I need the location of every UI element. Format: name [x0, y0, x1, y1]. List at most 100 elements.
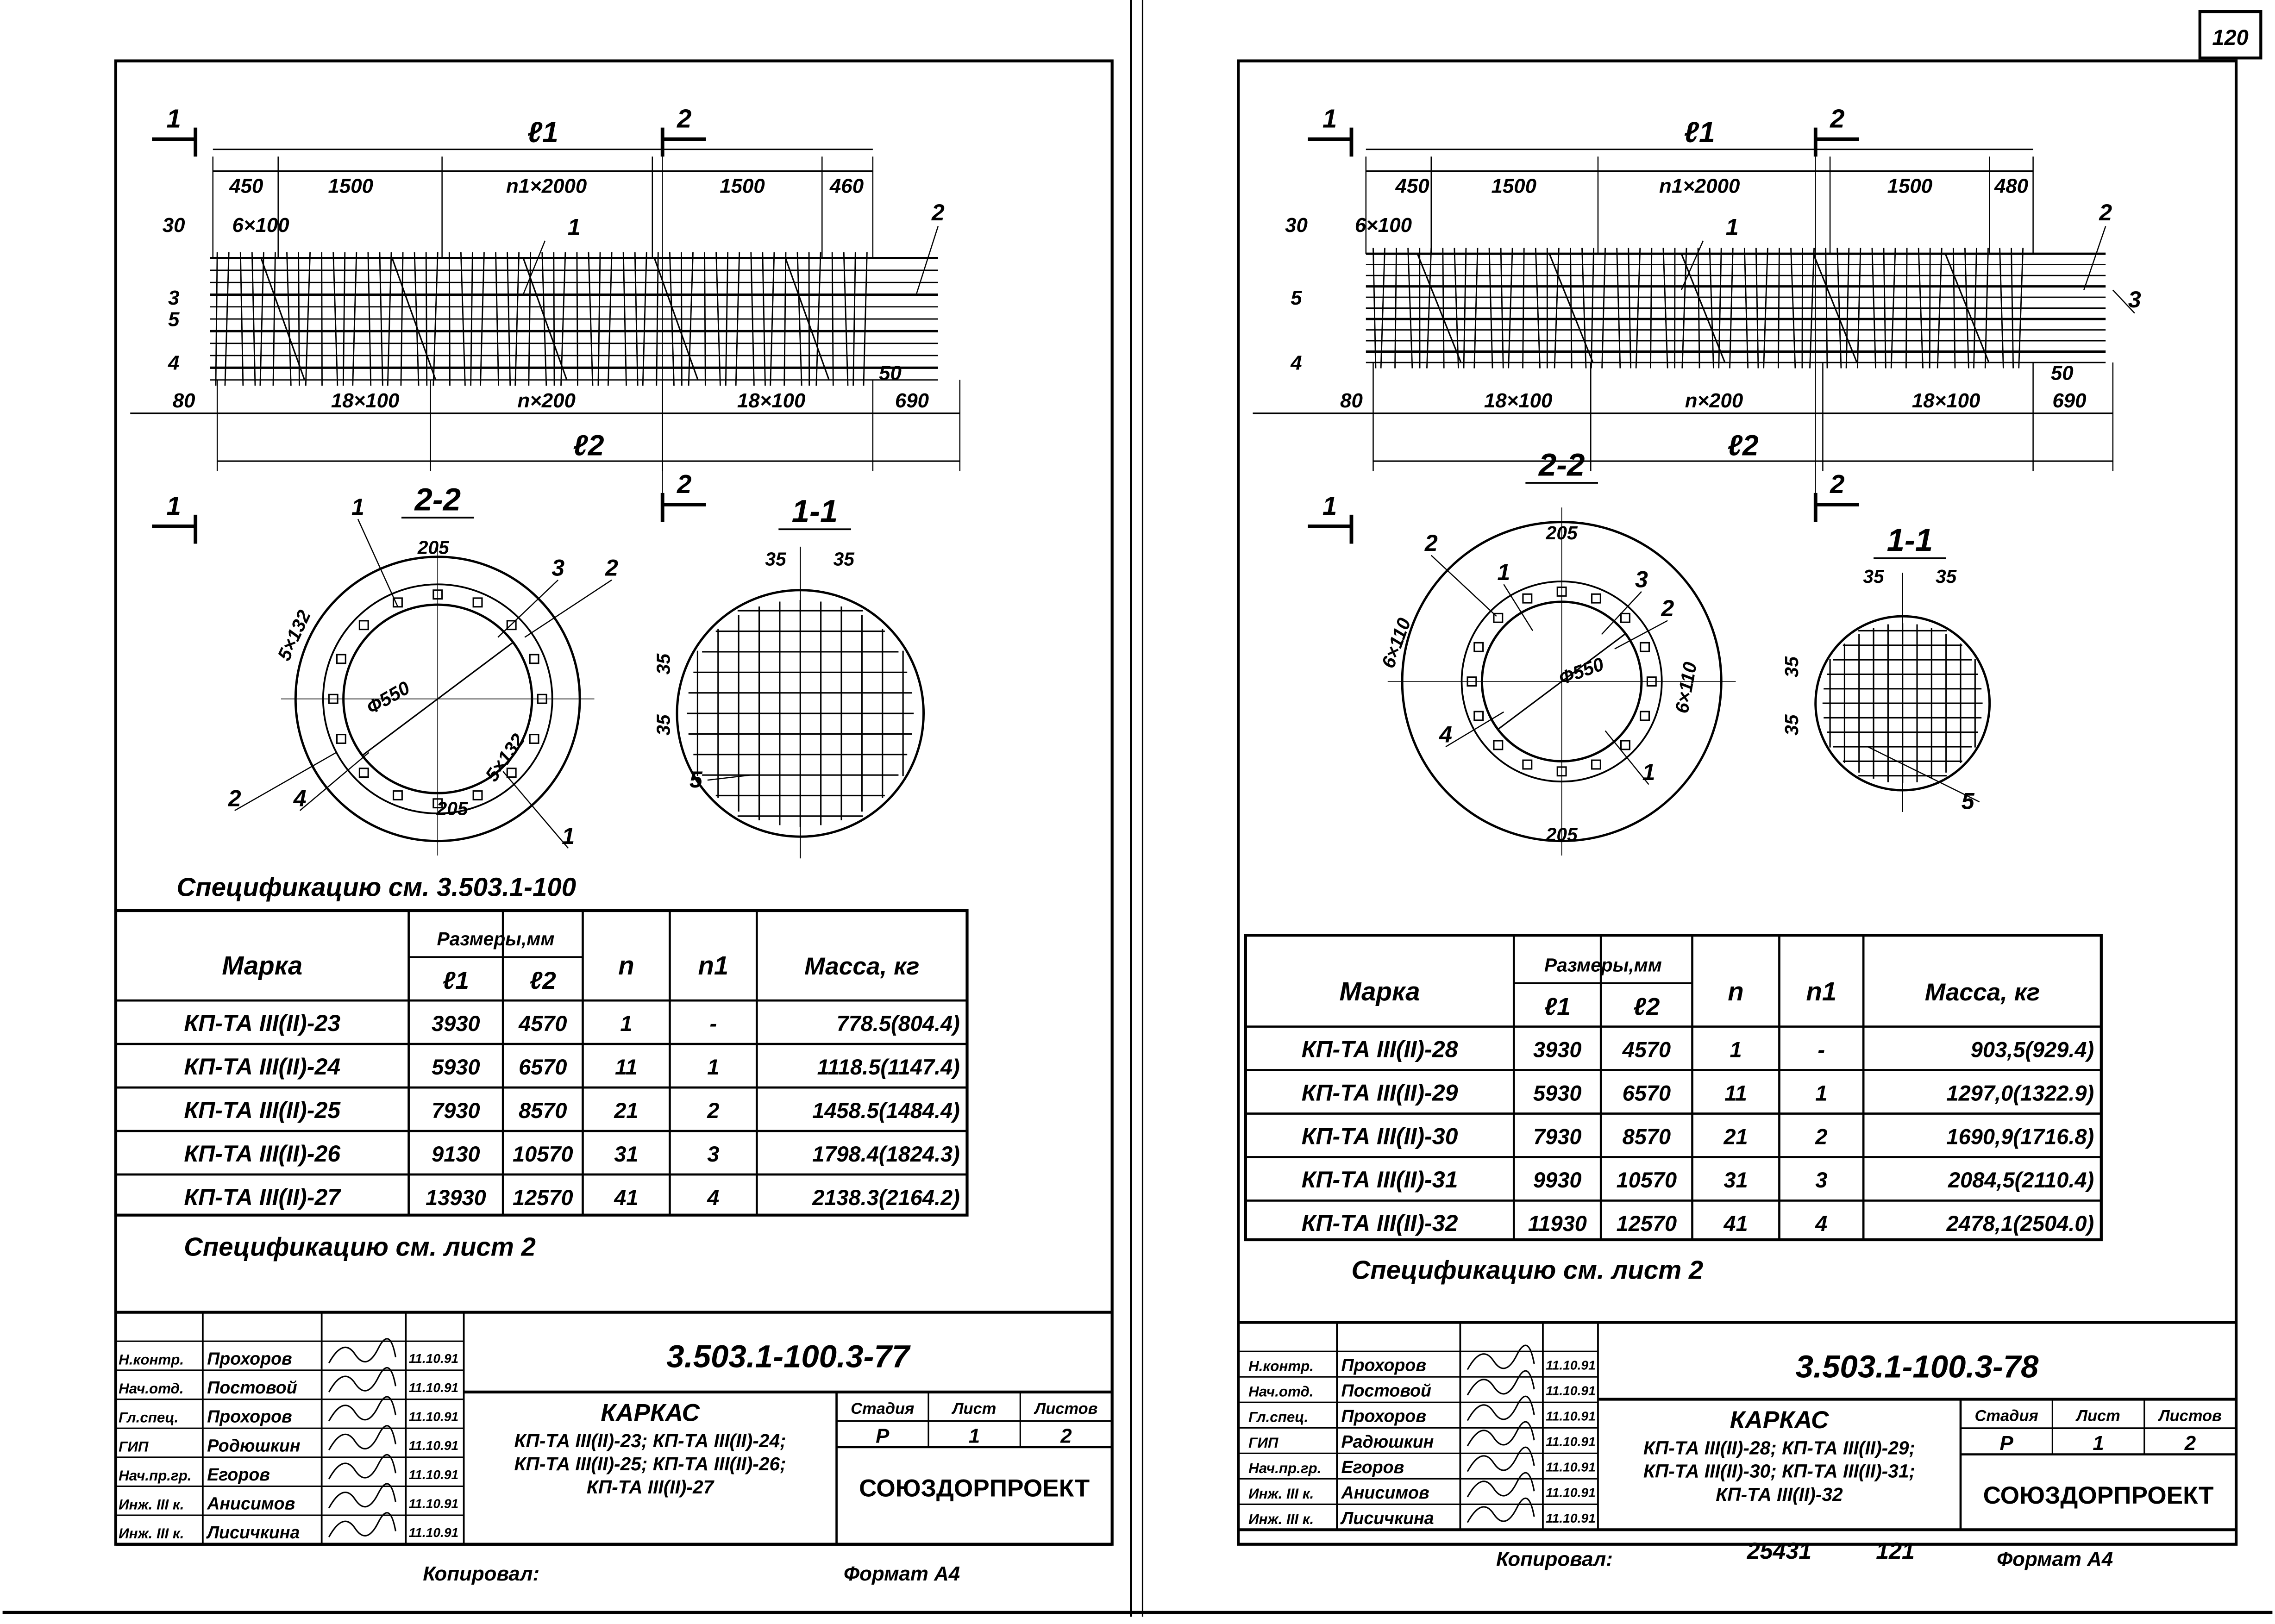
- spiral-bar: [1635, 248, 1641, 369]
- stiffener-ring: [391, 257, 437, 381]
- callout-label: 2: [228, 785, 241, 811]
- spiral-bar: [286, 252, 292, 386]
- spiral-bar: [796, 252, 802, 386]
- table-cell: КП-ТА III(II)-28: [1302, 1036, 1458, 1062]
- header-mark: Марка: [1340, 977, 1420, 1006]
- staff-name: Егоров: [1341, 1457, 1404, 1477]
- callout-label: 1: [562, 823, 575, 849]
- dim-label: 450: [1395, 175, 1429, 198]
- signature: [1467, 1446, 1535, 1472]
- leader-line: [1867, 746, 1980, 803]
- table-cell: 1118.5(1147.4): [817, 1055, 960, 1079]
- callout-label: 5: [168, 308, 180, 331]
- drawing-subtitle: КП-ТА III(II)-23; КП-ТА III(II)-24;: [514, 1430, 786, 1451]
- section-mark-2: 2: [1813, 469, 1859, 522]
- callout-label: 4: [168, 352, 179, 375]
- table-cell: 31: [614, 1142, 638, 1166]
- dim-label: 480: [1994, 175, 2028, 198]
- section-mark-2: 2: [1813, 104, 1859, 157]
- staff-role: Инж. III к.: [119, 1497, 184, 1513]
- header-sizes: Размеры,мм: [1544, 955, 1662, 976]
- callout-label: 4: [1439, 722, 1452, 748]
- callout-label: 5: [1962, 788, 1975, 814]
- table-cell: 1: [1815, 1081, 1827, 1105]
- spiral-bar: [1628, 248, 1632, 369]
- dim-label: 80: [1340, 389, 1363, 412]
- spiral-bar: [770, 252, 775, 386]
- drawing-subtitle: КП-ТА III(II)-32: [1716, 1484, 1843, 1505]
- spiral-bar: [2018, 248, 2024, 369]
- spiral-bar: [1581, 248, 1587, 369]
- longitudinal-bar: [506, 768, 517, 778]
- staff-role: Нач.отд.: [1248, 1384, 1313, 1400]
- staff-date: 11.10.91: [1546, 1460, 1596, 1474]
- spiral-bar: [597, 252, 601, 386]
- callout-label: 2: [2099, 200, 2112, 225]
- table-cell: 9130: [432, 1142, 480, 1166]
- length-l1-label: ℓ1: [527, 116, 558, 149]
- length-l2-label: ℓ2: [1728, 429, 1759, 462]
- longitudinal-bar: [1522, 593, 1533, 604]
- spiral-bar: [1984, 248, 1989, 369]
- signature: [328, 1338, 396, 1363]
- stage-value: 2: [2184, 1432, 2196, 1455]
- spiral-bar: [342, 252, 346, 386]
- table-cell: 1: [620, 1011, 632, 1036]
- callout-label: 1: [1642, 759, 1655, 785]
- staff-name: Лисичкина: [206, 1523, 300, 1542]
- dim-label: 5×132: [273, 606, 315, 663]
- staff-role: ГИП: [1248, 1435, 1279, 1451]
- spiral-bar: [1836, 248, 1842, 369]
- spiral-bar: [1790, 248, 1796, 369]
- staff-date: 11.10.91: [1546, 1434, 1596, 1449]
- spiral-bar: [1442, 248, 1445, 369]
- leader-line: [234, 752, 337, 811]
- stage-header: Листов: [2157, 1407, 2222, 1425]
- table-cell: 4: [1815, 1211, 1827, 1236]
- dim-label: 1500: [720, 175, 765, 198]
- spiral-bar: [1373, 248, 1377, 369]
- table-cell: КП-ТА III(II)-24: [184, 1054, 340, 1080]
- longitudinal-bar: [529, 734, 539, 744]
- staff-date: 11.10.91: [1546, 1409, 1596, 1424]
- stage-value: Р: [876, 1424, 890, 1447]
- spiral-bar: [588, 252, 594, 386]
- dim-label: 6×110: [1377, 615, 1415, 671]
- stage-value: 2: [1060, 1424, 1072, 1447]
- staff-role: Н.контр.: [1248, 1358, 1314, 1374]
- section-mark-label: 1: [167, 491, 181, 520]
- section-mark-label: 2: [677, 469, 691, 499]
- staff-date: 11.10.91: [409, 1525, 459, 1540]
- stiffener-ring: [522, 257, 568, 381]
- table-cell: 3930: [1533, 1037, 1582, 1062]
- stiffener-ring: [1680, 253, 1726, 363]
- table-cell: 4570: [1622, 1037, 1671, 1062]
- staff-date: 11.10.91: [409, 1438, 459, 1453]
- callout-label: 4: [1290, 352, 1302, 375]
- section-title: 1-1: [792, 493, 838, 529]
- document-number: 3.503.1-100.3-78: [1796, 1349, 2039, 1385]
- table-cell: 5930: [1533, 1081, 1582, 1105]
- table-cell: КП-ТА III(II)-25: [184, 1097, 341, 1123]
- section-mark-1: 1: [1308, 491, 1354, 544]
- dim-label: 80: [173, 389, 195, 412]
- table-cell: 4570: [518, 1011, 567, 1036]
- spiral-bar: [1729, 248, 1734, 369]
- table-cell: 13930: [426, 1185, 486, 1210]
- spiral-bar: [863, 252, 868, 386]
- spiral-bar: [1616, 248, 1621, 369]
- callout-label: 3: [552, 555, 564, 581]
- longitudinal-bar: [1591, 759, 1601, 770]
- longitudinal-bar: [1493, 612, 1504, 623]
- header-l2: ℓ2: [1633, 993, 1660, 1021]
- spiral-bar: [1601, 248, 1606, 369]
